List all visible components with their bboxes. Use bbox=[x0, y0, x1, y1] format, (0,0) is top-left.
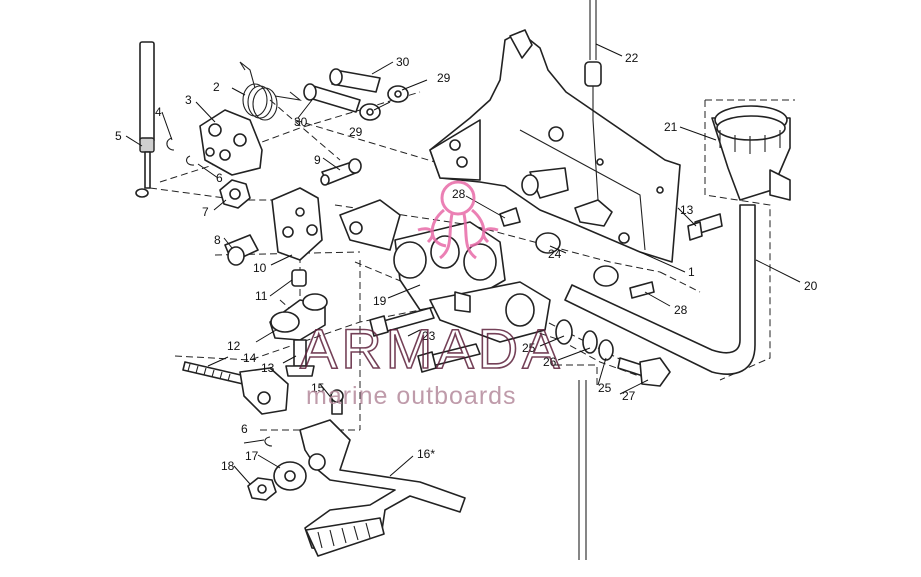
callout-label: 15 bbox=[311, 381, 325, 395]
throttle-cable bbox=[584, 0, 602, 201]
callout-label: 1 bbox=[688, 265, 695, 279]
long-bolts bbox=[369, 307, 481, 373]
callout-label: 22 bbox=[625, 51, 639, 65]
callout-label: 19 bbox=[373, 294, 387, 308]
callout-label: 18 bbox=[221, 459, 235, 473]
callout-label: 3 bbox=[185, 93, 192, 107]
threaded-rod bbox=[182, 361, 289, 415]
retaining-clips bbox=[166, 137, 273, 447]
callout-label: 27 bbox=[622, 389, 636, 403]
callout-label: 16* bbox=[417, 447, 435, 461]
callout-label: 9 bbox=[314, 153, 321, 167]
flange-bolt-left bbox=[285, 339, 315, 377]
callout-label: 14 bbox=[243, 351, 257, 365]
callout-label: 29 bbox=[437, 71, 451, 85]
leader-lines bbox=[125, 43, 801, 485]
control-rod bbox=[135, 41, 155, 198]
callout-label: 17 bbox=[245, 449, 259, 463]
hex-nut-upper bbox=[219, 179, 251, 209]
pivot-pin bbox=[320, 158, 362, 186]
cable-clamp bbox=[269, 293, 328, 341]
small-bolt bbox=[330, 389, 344, 415]
callout-label: 11 bbox=[255, 289, 268, 303]
plate-hardware bbox=[499, 167, 723, 299]
callout-label: 28 bbox=[674, 303, 688, 317]
callout-label: 4 bbox=[155, 105, 162, 119]
watermark-tagline: marine outboards bbox=[306, 382, 517, 410]
torsion-spring bbox=[239, 61, 302, 121]
callout-label: 13 bbox=[680, 203, 694, 217]
callout-label: 30 bbox=[294, 115, 308, 129]
callout-label: 20 bbox=[804, 279, 818, 293]
callout-label: 5 bbox=[115, 129, 122, 143]
callout-label: 30 bbox=[396, 55, 410, 69]
callout-label: 8 bbox=[214, 233, 221, 247]
callout-label: 10 bbox=[253, 261, 267, 275]
callout-label: 25 bbox=[598, 381, 612, 395]
watermark-brand: ARMADA bbox=[300, 317, 564, 380]
lever-plate bbox=[199, 109, 263, 176]
callout-label: 29 bbox=[349, 125, 363, 139]
reservoir-tube bbox=[564, 204, 756, 375]
callout-label: 12 bbox=[227, 339, 241, 353]
callout-label: 7 bbox=[202, 205, 209, 219]
main-bracket-plate bbox=[429, 29, 681, 263]
callout-label: 23 bbox=[422, 329, 436, 343]
watermark: ARMADA marine outboards bbox=[299, 180, 564, 410]
callout-label: 25 bbox=[522, 341, 536, 355]
callout-labels: 1 2 3 4 5 6 6 7 8 9 10 11 12 13 13 14 15… bbox=[115, 51, 818, 473]
clevis-bracket bbox=[271, 187, 323, 261]
callout-label: 6 bbox=[241, 422, 248, 436]
callout-label: 2 bbox=[213, 80, 220, 94]
shift-cable bbox=[578, 380, 587, 560]
callout-label: 13 bbox=[261, 361, 275, 375]
small-bolts-and-washers bbox=[303, 68, 409, 121]
washers-and-bolt bbox=[555, 319, 671, 387]
spacer bbox=[291, 269, 307, 287]
callout-label: 26 bbox=[543, 355, 557, 369]
callout-label: 24 bbox=[548, 247, 562, 261]
callout-label: 6 bbox=[216, 171, 223, 185]
washer-and-nut bbox=[247, 461, 307, 501]
bushing bbox=[224, 234, 259, 266]
callout-label: 21 bbox=[664, 120, 678, 134]
foot-pedal bbox=[299, 419, 466, 557]
oil-reservoir bbox=[711, 105, 791, 201]
callout-label: 28 bbox=[452, 187, 466, 201]
octopus-logo-icon bbox=[417, 180, 499, 260]
